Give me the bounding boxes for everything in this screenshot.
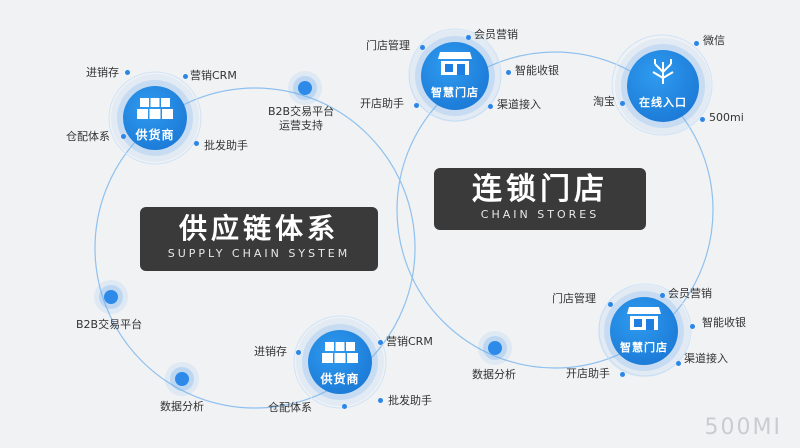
dot	[690, 324, 695, 329]
boxes-icon	[322, 342, 358, 363]
relay-node-b2b-ops[interactable]	[298, 81, 312, 95]
supplier-hub-top[interactable]: 供货商	[123, 86, 187, 150]
label-taobao: 淘宝	[593, 95, 615, 108]
halo	[611, 34, 713, 136]
halo	[598, 283, 692, 377]
supply-chain-subtitle: SUPPLY CHAIN SYSTEM	[167, 247, 351, 260]
label-store-mgmt: 门店管理	[552, 292, 596, 305]
dot	[506, 70, 511, 75]
dot	[342, 404, 347, 409]
label-500mi: 500mi	[709, 111, 744, 124]
label-store-assistant: 开店助手	[566, 367, 610, 380]
label-wechat: 微信	[703, 34, 725, 47]
chain-stores-title-box: 连锁门店 CHAIN STORES	[434, 168, 646, 230]
dot	[488, 104, 493, 109]
dot	[296, 350, 301, 355]
supply-chain-title: 供应链体系	[178, 212, 339, 245]
halo	[293, 315, 387, 409]
supplier-label: 供货商	[135, 128, 175, 142]
chain-stores-subtitle: CHAIN STORES	[480, 208, 600, 221]
smart-store-label: 智慧门店	[620, 341, 668, 354]
label-wholesale: 批发助手	[204, 139, 248, 152]
network-icon	[652, 59, 674, 84]
supply-chain-title-box: 供应链体系 SUPPLY CHAIN SYSTEM	[140, 207, 378, 271]
dot	[378, 340, 383, 345]
smart-store-hub-bottom[interactable]: 智慧门店	[610, 297, 678, 365]
label-data-analysis-right: 数据分析	[472, 368, 516, 381]
dot	[194, 141, 199, 146]
label-member-marketing: 会员营销	[474, 28, 518, 41]
dot	[694, 41, 699, 46]
label-crm: 营销CRM	[386, 335, 433, 348]
label-wholesale: 批发助手	[388, 394, 432, 407]
label-crm: 营销CRM	[190, 69, 237, 82]
storefront-icon	[627, 307, 661, 330]
label-b2b-ops: B2B交易平台 运营支持	[268, 105, 335, 132]
relay-node-data-left[interactable]	[175, 372, 189, 386]
halo	[408, 28, 502, 122]
watermark-logo: 500MI	[704, 415, 782, 440]
label-member-marketing: 会员营销	[668, 287, 712, 300]
dot	[620, 372, 625, 377]
dot	[378, 398, 383, 403]
label-b2b-platform: B2B交易平台	[76, 318, 143, 331]
label-data-analysis-left: 数据分析	[160, 400, 204, 413]
dot	[125, 70, 130, 75]
relay-node-b2b-platform[interactable]	[104, 290, 118, 304]
label-store-mgmt: 门店管理	[366, 39, 410, 52]
relay-node-data-right[interactable]	[488, 341, 502, 355]
label-warehouse: 仓配体系	[268, 401, 312, 414]
chain-stores-title: 连锁门店	[472, 172, 608, 207]
dot	[660, 293, 665, 298]
smart-store-hub-top[interactable]: 智慧门店	[421, 42, 489, 110]
dot	[414, 103, 419, 108]
dot	[676, 361, 681, 366]
dot	[620, 101, 625, 106]
smart-store-label: 智慧门店	[431, 86, 479, 99]
supply-chain-ring	[94, 87, 416, 409]
label-inventory: 进销存	[254, 345, 287, 358]
dot	[121, 134, 126, 139]
label-warehouse: 仓配体系	[66, 130, 110, 143]
dot	[608, 302, 613, 307]
label-inventory: 进销存	[86, 66, 119, 79]
dot	[466, 35, 471, 40]
storefront-icon	[438, 52, 472, 75]
online-entry-label: 在线入口	[639, 96, 687, 109]
label-smart-cashier: 智能收银	[702, 316, 746, 329]
chain-stores-ring	[396, 51, 714, 369]
label-smart-cashier: 智能收银	[515, 64, 559, 77]
online-entry-hub[interactable]: 在线入口	[627, 50, 699, 122]
label-channel-access: 渠道接入	[684, 352, 728, 365]
label-store-assistant: 开店助手	[360, 97, 404, 110]
supplier-hub-bottom[interactable]: 供货商	[308, 330, 372, 394]
boxes-icon	[137, 98, 173, 119]
supplier-label: 供货商	[320, 372, 360, 386]
halo	[108, 71, 202, 165]
label-channel-access: 渠道接入	[497, 98, 541, 111]
dot	[183, 74, 188, 79]
dot	[700, 117, 705, 122]
dot	[420, 45, 425, 50]
